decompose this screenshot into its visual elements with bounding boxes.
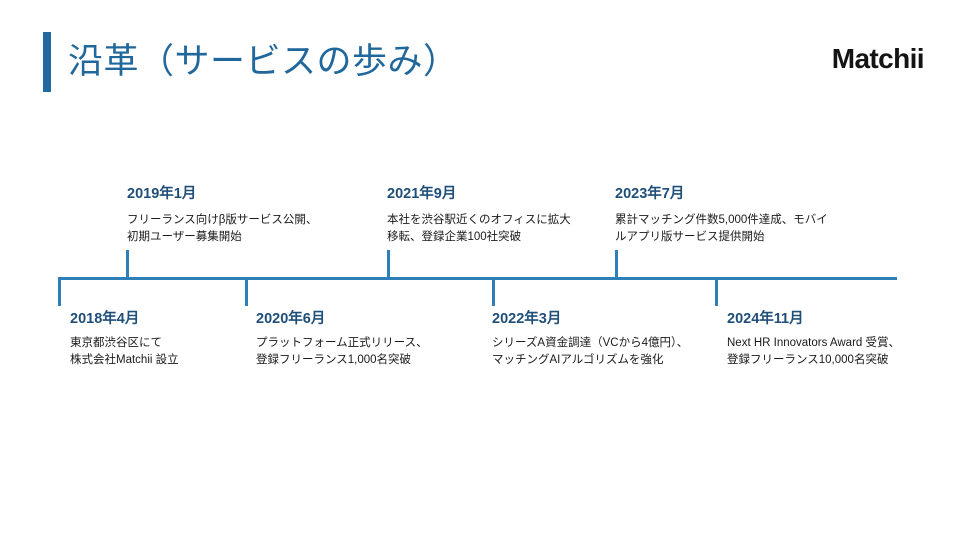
- timeline-tick: [58, 278, 61, 306]
- milestone-description: 本社を渋谷駅近くのオフィスに拡大移転、登録企業100社突破: [387, 214, 571, 243]
- milestone: 2023年7月累計マッチング件数5,000件達成、モバイルアプリ版サービス提供開…: [615, 185, 855, 246]
- milestone-year: 2023年7月: [615, 186, 685, 202]
- milestone-year: 2024年11月: [727, 311, 804, 327]
- timeline-axis-line: [58, 277, 897, 280]
- timeline-tick: [245, 278, 248, 306]
- milestone-year: 2021年9月: [387, 186, 457, 202]
- milestone: 2021年9月本社を渋谷駅近くのオフィスに拡大移転、登録企業100社突破: [387, 185, 612, 246]
- milestone: 2022年3月シリーズA資金調達（VCから4億円）、マッチングAIアルゴリズムを…: [492, 310, 722, 369]
- milestone-year: 2020年6月: [256, 311, 326, 327]
- milestone: 2024年11月 Next HR Innovators Award 受賞、登録フリ…: [727, 310, 957, 369]
- timeline-tick: [492, 278, 495, 306]
- milestone: 2019年1月フリーランス向けβ版サービス公開、初期ユーザー募集開始: [127, 185, 377, 246]
- page-title: 沿革（サービスの歩み）: [68, 42, 459, 81]
- milestone-description: 累計マッチング件数5,000件達成、モバイルアプリ版サービス提供開始: [615, 214, 828, 243]
- milestone-description: プラットフォーム正式リリース、登録フリーランス1,000名突破: [256, 337, 428, 366]
- title-accent-bar: [43, 32, 51, 92]
- timeline-tick: [715, 278, 718, 306]
- milestone-description: Next HR Innovators Award 受賞、登録フリーランス10,0…: [727, 337, 900, 366]
- timeline-tick: [126, 250, 129, 278]
- milestone-description: フリーランス向けβ版サービス公開、初期ユーザー募集開始: [127, 214, 318, 243]
- milestone: 2018年4月東京都渋谷区にて株式会社Matchii 設立: [70, 310, 245, 369]
- milestone-description: シリーズA資金調達（VCから4億円）、マッチングAIアルゴリズムを強化: [492, 337, 689, 366]
- milestone-year: 2018年4月: [70, 311, 140, 327]
- timeline-tick: [387, 250, 390, 278]
- milestone-year: 2019年1月: [127, 186, 197, 202]
- brand-logo: Matchii: [831, 43, 925, 74]
- milestone-year: 2022年3月: [492, 311, 562, 327]
- milestone-description: 東京都渋谷区にて株式会社Matchii 設立: [70, 337, 179, 366]
- timeline-tick: [615, 250, 618, 278]
- milestone: 2020年6月プラットフォーム正式リリース、登録フリーランス1,000名突破: [256, 310, 486, 369]
